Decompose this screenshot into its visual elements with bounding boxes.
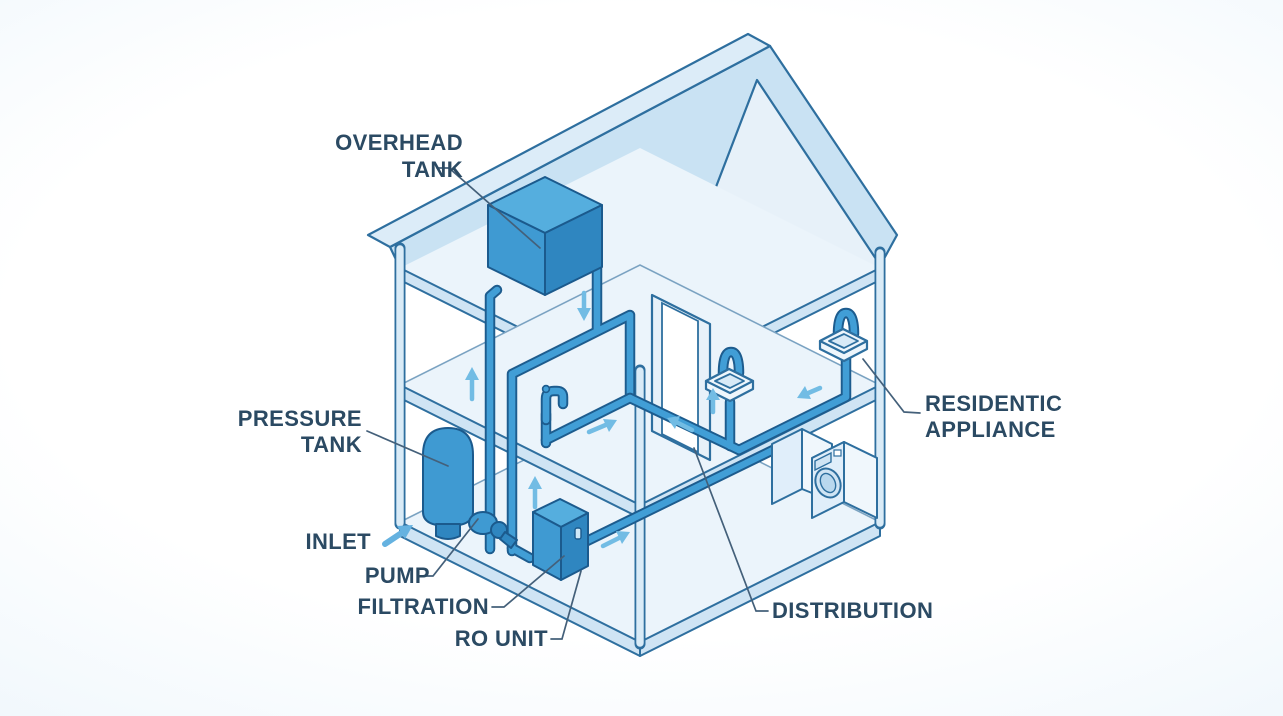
pump-leader [419,518,479,577]
floor-center-arrowhead [667,416,680,429]
filtration-leader [491,555,565,608]
sink-right [818,307,869,363]
pressure-tank-base [435,523,461,540]
sink-right-run [735,354,850,454]
inlet-arrow [382,529,406,547]
kitchen-faucet [540,384,569,426]
ro-riser [508,311,634,555]
overhead-tank-label-line2: TANK [402,157,463,182]
washer-display [833,449,842,457]
inlet-label: INLET [305,529,371,554]
overhead-tank-leader [436,167,541,249]
pressure-tank-body [422,427,474,527]
filtration-label: FILTRATION [358,594,490,619]
ro-output-arrow [600,534,624,549]
sink-left-faucet [719,348,743,377]
sink-right-arrow [803,385,823,397]
ro-box-handle [574,527,582,540]
filtration-ro-unit [532,498,589,581]
tank-left-downpipe [486,286,501,553]
washer-control-panel [814,451,832,472]
ground-slab-edge-right [639,521,881,657]
tank-down-arrowhead [577,308,591,321]
labels: OVERHEAD TANK PRESSURE TANK INLET PUMP F… [238,130,1062,651]
mid-floor-rear-edges [399,264,881,386]
dist-left-run [542,394,634,444]
sink-right-arrowhead [797,386,811,399]
distribution-leader [693,447,769,612]
leader-lines [366,167,921,640]
overhead-tank [487,176,603,296]
ro-inlet-elbow [508,544,534,562]
residential-appliance-leader [862,358,921,414]
pressure-tank-label-line2: TANK [301,432,362,457]
pump [468,511,518,549]
washer1-side [843,441,878,519]
roof-left-slope [366,32,772,249]
floor-left-arrowhead [603,419,617,432]
pressure-tank-label-line1: PRESSURE [238,406,362,431]
kitchen-faucet-handle [541,384,551,394]
supply-pipes [484,262,636,564]
floor-left-arrow [586,421,611,435]
ro-output-run [583,445,779,545]
pump-label: PUMP [365,563,430,588]
floor-center-arrow [673,419,695,433]
inlet-arrowhead [397,525,413,539]
pressure-tank-leader [366,430,449,467]
residential-appliance-label-line2: APPLIANCE [925,417,1056,442]
ro-unit-leader [550,570,582,640]
sink-right-basin [828,333,859,349]
pressure-tank [422,427,474,540]
kitchen-faucet-body [542,387,567,424]
sink-right-faucet [834,309,858,338]
wall-posts [394,242,886,650]
sink-left-basin [714,373,745,389]
washer-door-glass [819,472,837,494]
ro-riser-arrowhead [528,476,542,489]
residential-appliance-label-line1: RESIDENTIC [925,391,1062,416]
ro-unit-label: RO UNIT [455,626,548,651]
overhead-tank-label-line1: OVERHEAD [335,130,463,155]
ro-output-arrowhead [616,531,630,544]
flow-arrows [382,290,823,549]
sink-left [704,346,755,403]
sink-left-arrowhead [706,388,720,400]
pump-outlet [499,531,518,549]
left-riser-arrowhead [465,367,479,380]
overhead-tank-right-face [544,204,603,296]
washing-machines [771,428,878,519]
distribution-label: DISTRIBUTION [772,598,933,623]
